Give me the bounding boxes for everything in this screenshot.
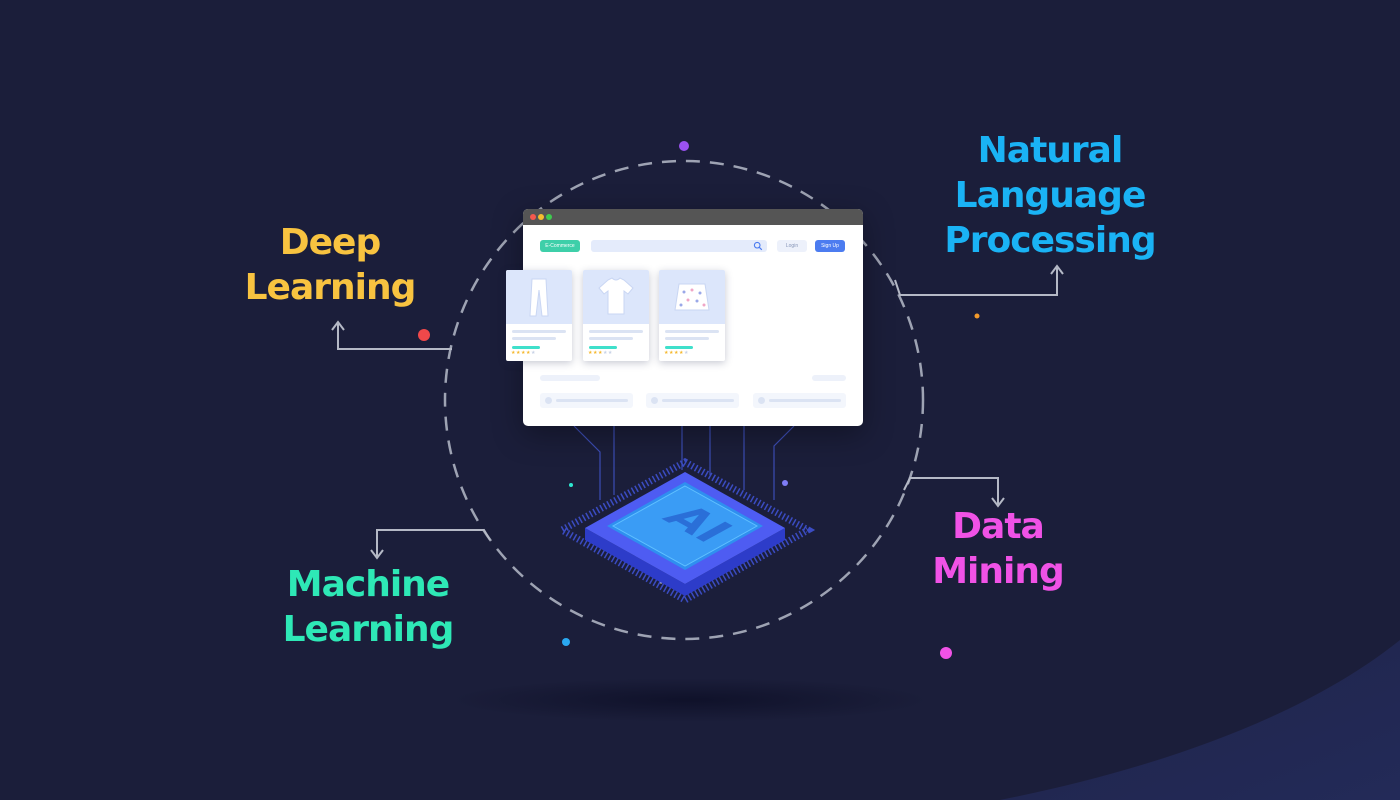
- skirt-icon: [674, 283, 710, 311]
- browser-window: E-Commerce Login Sign Up ★★★★★: [506, 209, 863, 426]
- product-rating: ★★★★★: [511, 350, 536, 356]
- label-data-mining-line-1: Data: [952, 506, 1045, 547]
- product-subtitle-line: [665, 337, 709, 340]
- connector-deep-learning: [331, 320, 452, 350]
- category-chip[interactable]: [753, 393, 846, 408]
- tshirt-icon: [598, 277, 634, 315]
- label-machine-learning-line-2: Learning: [282, 609, 455, 650]
- dot-red: [418, 329, 430, 341]
- floor-shadow: [450, 678, 930, 722]
- connector-data-mining: [903, 477, 1005, 508]
- minimize-dot-icon: [538, 214, 544, 220]
- chip-side: [585, 528, 785, 596]
- product-rating: ★★★★★: [588, 350, 613, 356]
- category-chip[interactable]: [646, 393, 739, 408]
- pants-icon: [529, 278, 549, 317]
- product-price-bar: [512, 346, 540, 349]
- product-title-line: [665, 330, 719, 333]
- dot-orange: [974, 313, 980, 319]
- ai-chip: AI: [554, 458, 816, 605]
- product-title-line: [589, 330, 643, 333]
- brand-button[interactable]: E-Commerce: [540, 240, 580, 252]
- label-nlp: Natural Language Processing: [930, 128, 1170, 263]
- label-deep-learning: Deep Learning: [230, 220, 430, 310]
- browser-titlebar: [523, 209, 863, 225]
- background-blob: [1000, 640, 1400, 800]
- label-machine-learning: Machine Learning: [268, 562, 468, 652]
- product-image: [506, 270, 572, 324]
- product-title-line: [512, 330, 566, 333]
- label-nlp-line-2: Language: [954, 175, 1147, 216]
- label-nlp-line-3: Processing: [944, 220, 1156, 261]
- product-card[interactable]: ★★★★★: [583, 270, 649, 361]
- product-image: [583, 270, 649, 324]
- connector-nlp: [894, 264, 1064, 296]
- section-link-placeholder: [812, 375, 846, 381]
- product-subtitle-line: [589, 337, 633, 340]
- login-button[interactable]: Login: [777, 240, 807, 252]
- chip-core-top: [611, 485, 759, 567]
- label-data-mining-line-2: Mining: [932, 551, 1065, 592]
- dot-violet: [782, 480, 788, 486]
- maximize-dot-icon: [546, 214, 552, 220]
- product-price-bar: [589, 346, 617, 349]
- dot-blue: [562, 638, 570, 646]
- category-chip[interactable]: [540, 393, 633, 408]
- connector-machine-learning: [370, 529, 491, 560]
- section-heading-placeholder: [540, 375, 600, 381]
- label-data-mining: Data Mining: [908, 504, 1088, 594]
- product-subtitle-line: [512, 337, 556, 340]
- search-icon: [753, 241, 763, 251]
- product-card[interactable]: ★★★★★: [659, 270, 725, 361]
- product-card[interactable]: ★★★★★: [506, 270, 572, 361]
- label-deep-learning-line-1: Deep: [279, 222, 381, 263]
- label-machine-learning-line-1: Machine: [286, 564, 450, 605]
- search-input[interactable]: [591, 240, 767, 252]
- dot-magenta: [940, 647, 952, 659]
- product-rating: ★★★★★: [664, 350, 689, 356]
- dashed-orbit: [443, 159, 925, 641]
- dot-teal: [569, 483, 573, 487]
- product-price-bar: [665, 346, 693, 349]
- label-deep-learning-line-2: Learning: [244, 267, 417, 308]
- close-dot-icon: [530, 214, 536, 220]
- dot-purple: [679, 141, 689, 151]
- product-image: [659, 270, 725, 324]
- signup-button[interactable]: Sign Up: [815, 240, 845, 252]
- label-nlp-line-1: Natural: [977, 130, 1124, 171]
